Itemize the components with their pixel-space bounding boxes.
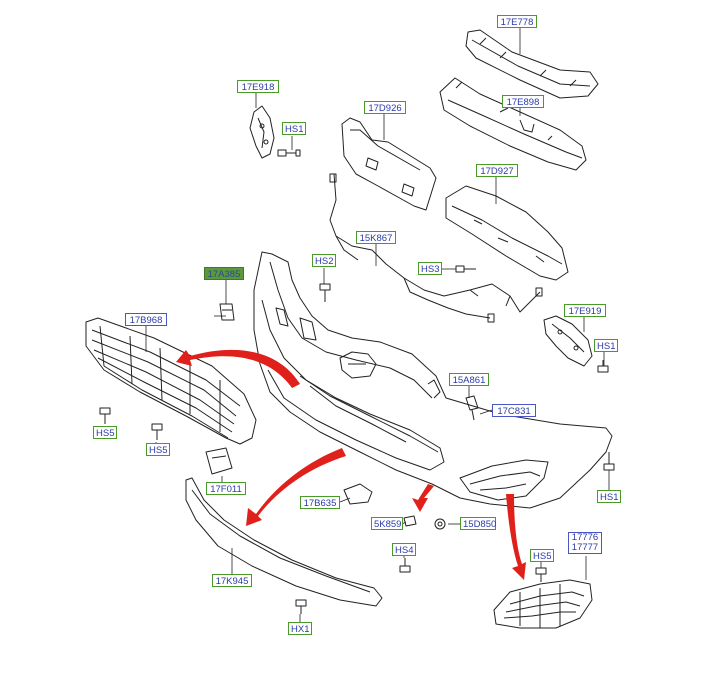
clip-17a385 — [219, 303, 235, 321]
label-hs1-lower-right: HS1 — [597, 490, 621, 503]
label-hs1-upper: HS1 — [282, 122, 306, 135]
lower-air-deflector — [343, 483, 373, 505]
label-17c831: 17C831 — [492, 404, 536, 417]
label-17k945: 17K945 — [212, 574, 252, 587]
reinforcement-bar-lower — [439, 77, 587, 171]
label-17e919: 17E919 — [564, 304, 606, 317]
screw-hs5-left — [99, 407, 111, 424]
label-hs5-center: HS5 — [146, 443, 170, 456]
grille-upper — [85, 317, 257, 445]
label-hx1: HX1 — [288, 622, 312, 635]
screw-hs2 — [319, 283, 331, 302]
screw-hs1-upper — [277, 149, 301, 157]
screw-hs5-right — [535, 567, 547, 582]
screw-hs1-right — [597, 360, 609, 373]
screw-hs3 — [455, 265, 476, 273]
wiring-harness — [329, 173, 543, 323]
label-15d850: 15D850 — [460, 517, 496, 530]
label-hs5-left: HS5 — [93, 426, 117, 439]
label-hs5-right: HS5 — [530, 549, 554, 562]
screw-hs5-center — [151, 423, 163, 440]
label-17e778: 17E778 — [497, 15, 537, 28]
sensor-15a861 — [465, 395, 479, 421]
label-17b968: 17B968 — [125, 313, 167, 326]
label-17d926: 17D926 — [364, 101, 406, 114]
assembly-arrows — [176, 349, 526, 580]
connector-5k859 — [403, 515, 417, 527]
label-15k867: 15K867 — [356, 231, 396, 244]
screw-hs1-lower-right — [603, 452, 615, 471]
label-5k859: 5K859 — [371, 517, 403, 530]
label-hs1-right: HS1 — [594, 339, 618, 352]
label-17b635: 17B635 — [300, 496, 340, 509]
label-17a385: 17A385 — [204, 267, 244, 280]
lower-spoiler — [185, 477, 383, 607]
label-hs4: HS4 — [392, 543, 416, 556]
energy-absorber-left — [341, 117, 437, 211]
screw-hs4 — [399, 558, 411, 573]
fog-lamp-bezel — [493, 579, 593, 629]
label-15a861: 15A861 — [449, 373, 489, 386]
label-17e918: 17E918 — [237, 80, 279, 93]
bracket-left — [249, 105, 275, 159]
label-17e898: 17E898 — [502, 95, 544, 108]
bracket-right — [543, 315, 593, 367]
clip-15d850 — [434, 518, 446, 530]
label-17f011: 17F011 — [206, 482, 246, 495]
label-hs2: HS2 — [312, 254, 336, 267]
screw-hx1 — [295, 599, 307, 614]
label-17d927: 17D927 — [476, 164, 518, 177]
reinforcement-bar-upper — [465, 29, 599, 99]
label-hs3: HS3 — [418, 262, 442, 275]
bumper-cover — [253, 251, 613, 509]
bracket-17f011 — [205, 447, 233, 475]
leader-lines — [103, 28, 610, 622]
